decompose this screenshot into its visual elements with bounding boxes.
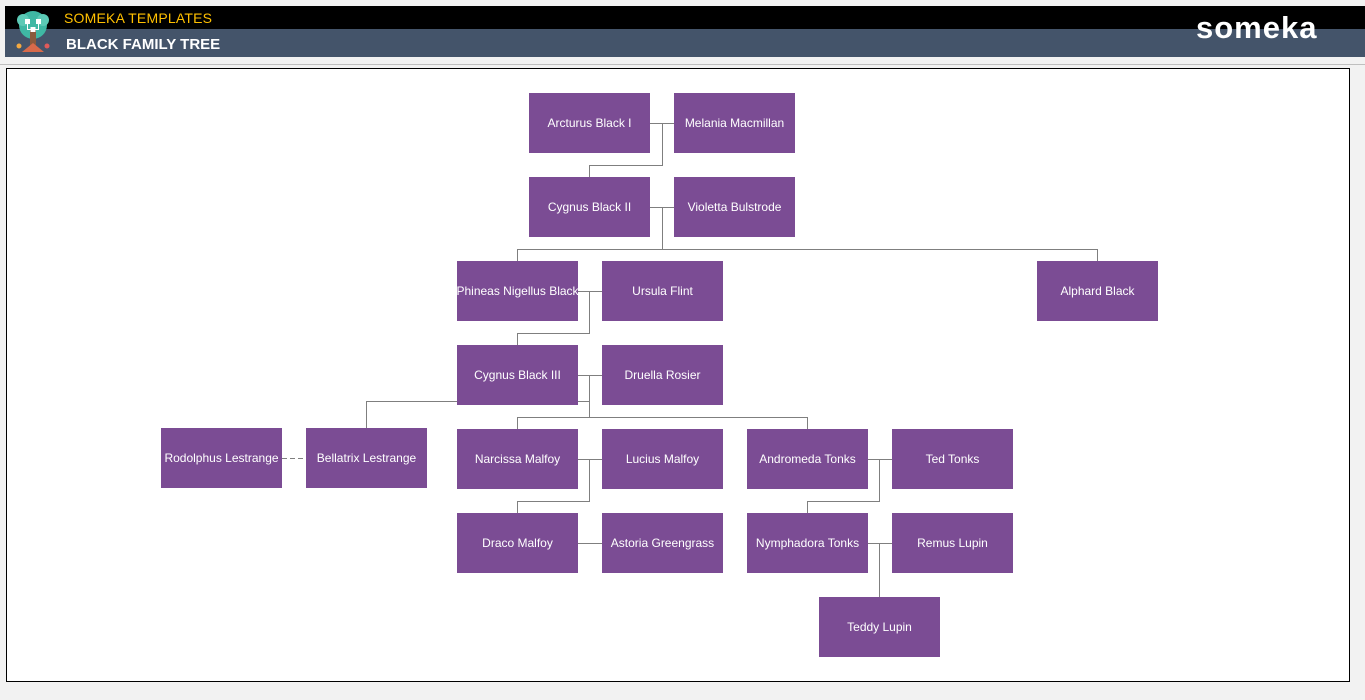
person-ted-tonks[interactable]: Ted Tonks [892, 429, 1013, 489]
person-druella-rosier[interactable]: Druella Rosier [602, 345, 723, 405]
person-cygnus-black-iii[interactable]: Cygnus Black III [457, 345, 578, 405]
person-nymphadora-tonks[interactable]: Nymphadora Tonks [747, 513, 868, 573]
header-divider [0, 64, 1365, 65]
person-andromeda-tonks[interactable]: Andromeda Tonks [747, 429, 868, 489]
person-remus-lupin[interactable]: Remus Lupin [892, 513, 1013, 573]
person-cygnus-black-ii[interactable]: Cygnus Black II [529, 177, 650, 237]
header-title-bar [5, 29, 1365, 57]
person-bellatrix-lestrange[interactable]: Bellatrix Lestrange [306, 428, 427, 488]
person-draco-malfoy[interactable]: Draco Malfoy [457, 513, 578, 573]
page-title: BLACK FAMILY TREE [66, 36, 221, 53]
person-narcissa-malfoy[interactable]: Narcissa Malfoy [457, 429, 578, 489]
person-ursula-flint[interactable]: Ursula Flint [602, 261, 723, 321]
person-melania-macmillan[interactable]: Melania Macmillan [674, 93, 795, 153]
person-violetta-bulstrode[interactable]: Violetta Bulstrode [674, 177, 795, 237]
person-phineas-nigellus-black[interactable]: Phineas Nigellus Black [456, 261, 579, 321]
person-arcturus-black-i[interactable]: Arcturus Black I [529, 93, 650, 153]
header-top-bar [5, 6, 1365, 29]
person-astoria-greengrass[interactable]: Astoria Greengrass [602, 513, 723, 573]
person-lucius-malfoy[interactable]: Lucius Malfoy [602, 429, 723, 489]
person-alphard-black[interactable]: Alphard Black [1037, 261, 1158, 321]
person-rodolphus-lestrange[interactable]: Rodolphus Lestrange [161, 428, 282, 488]
person-teddy-lupin[interactable]: Teddy Lupin [819, 597, 940, 657]
someka-logo-text: someka [1196, 10, 1318, 45]
someka-templates-label: SOMEKA TEMPLATES [64, 10, 213, 26]
family-tree-icon [16, 11, 50, 52]
